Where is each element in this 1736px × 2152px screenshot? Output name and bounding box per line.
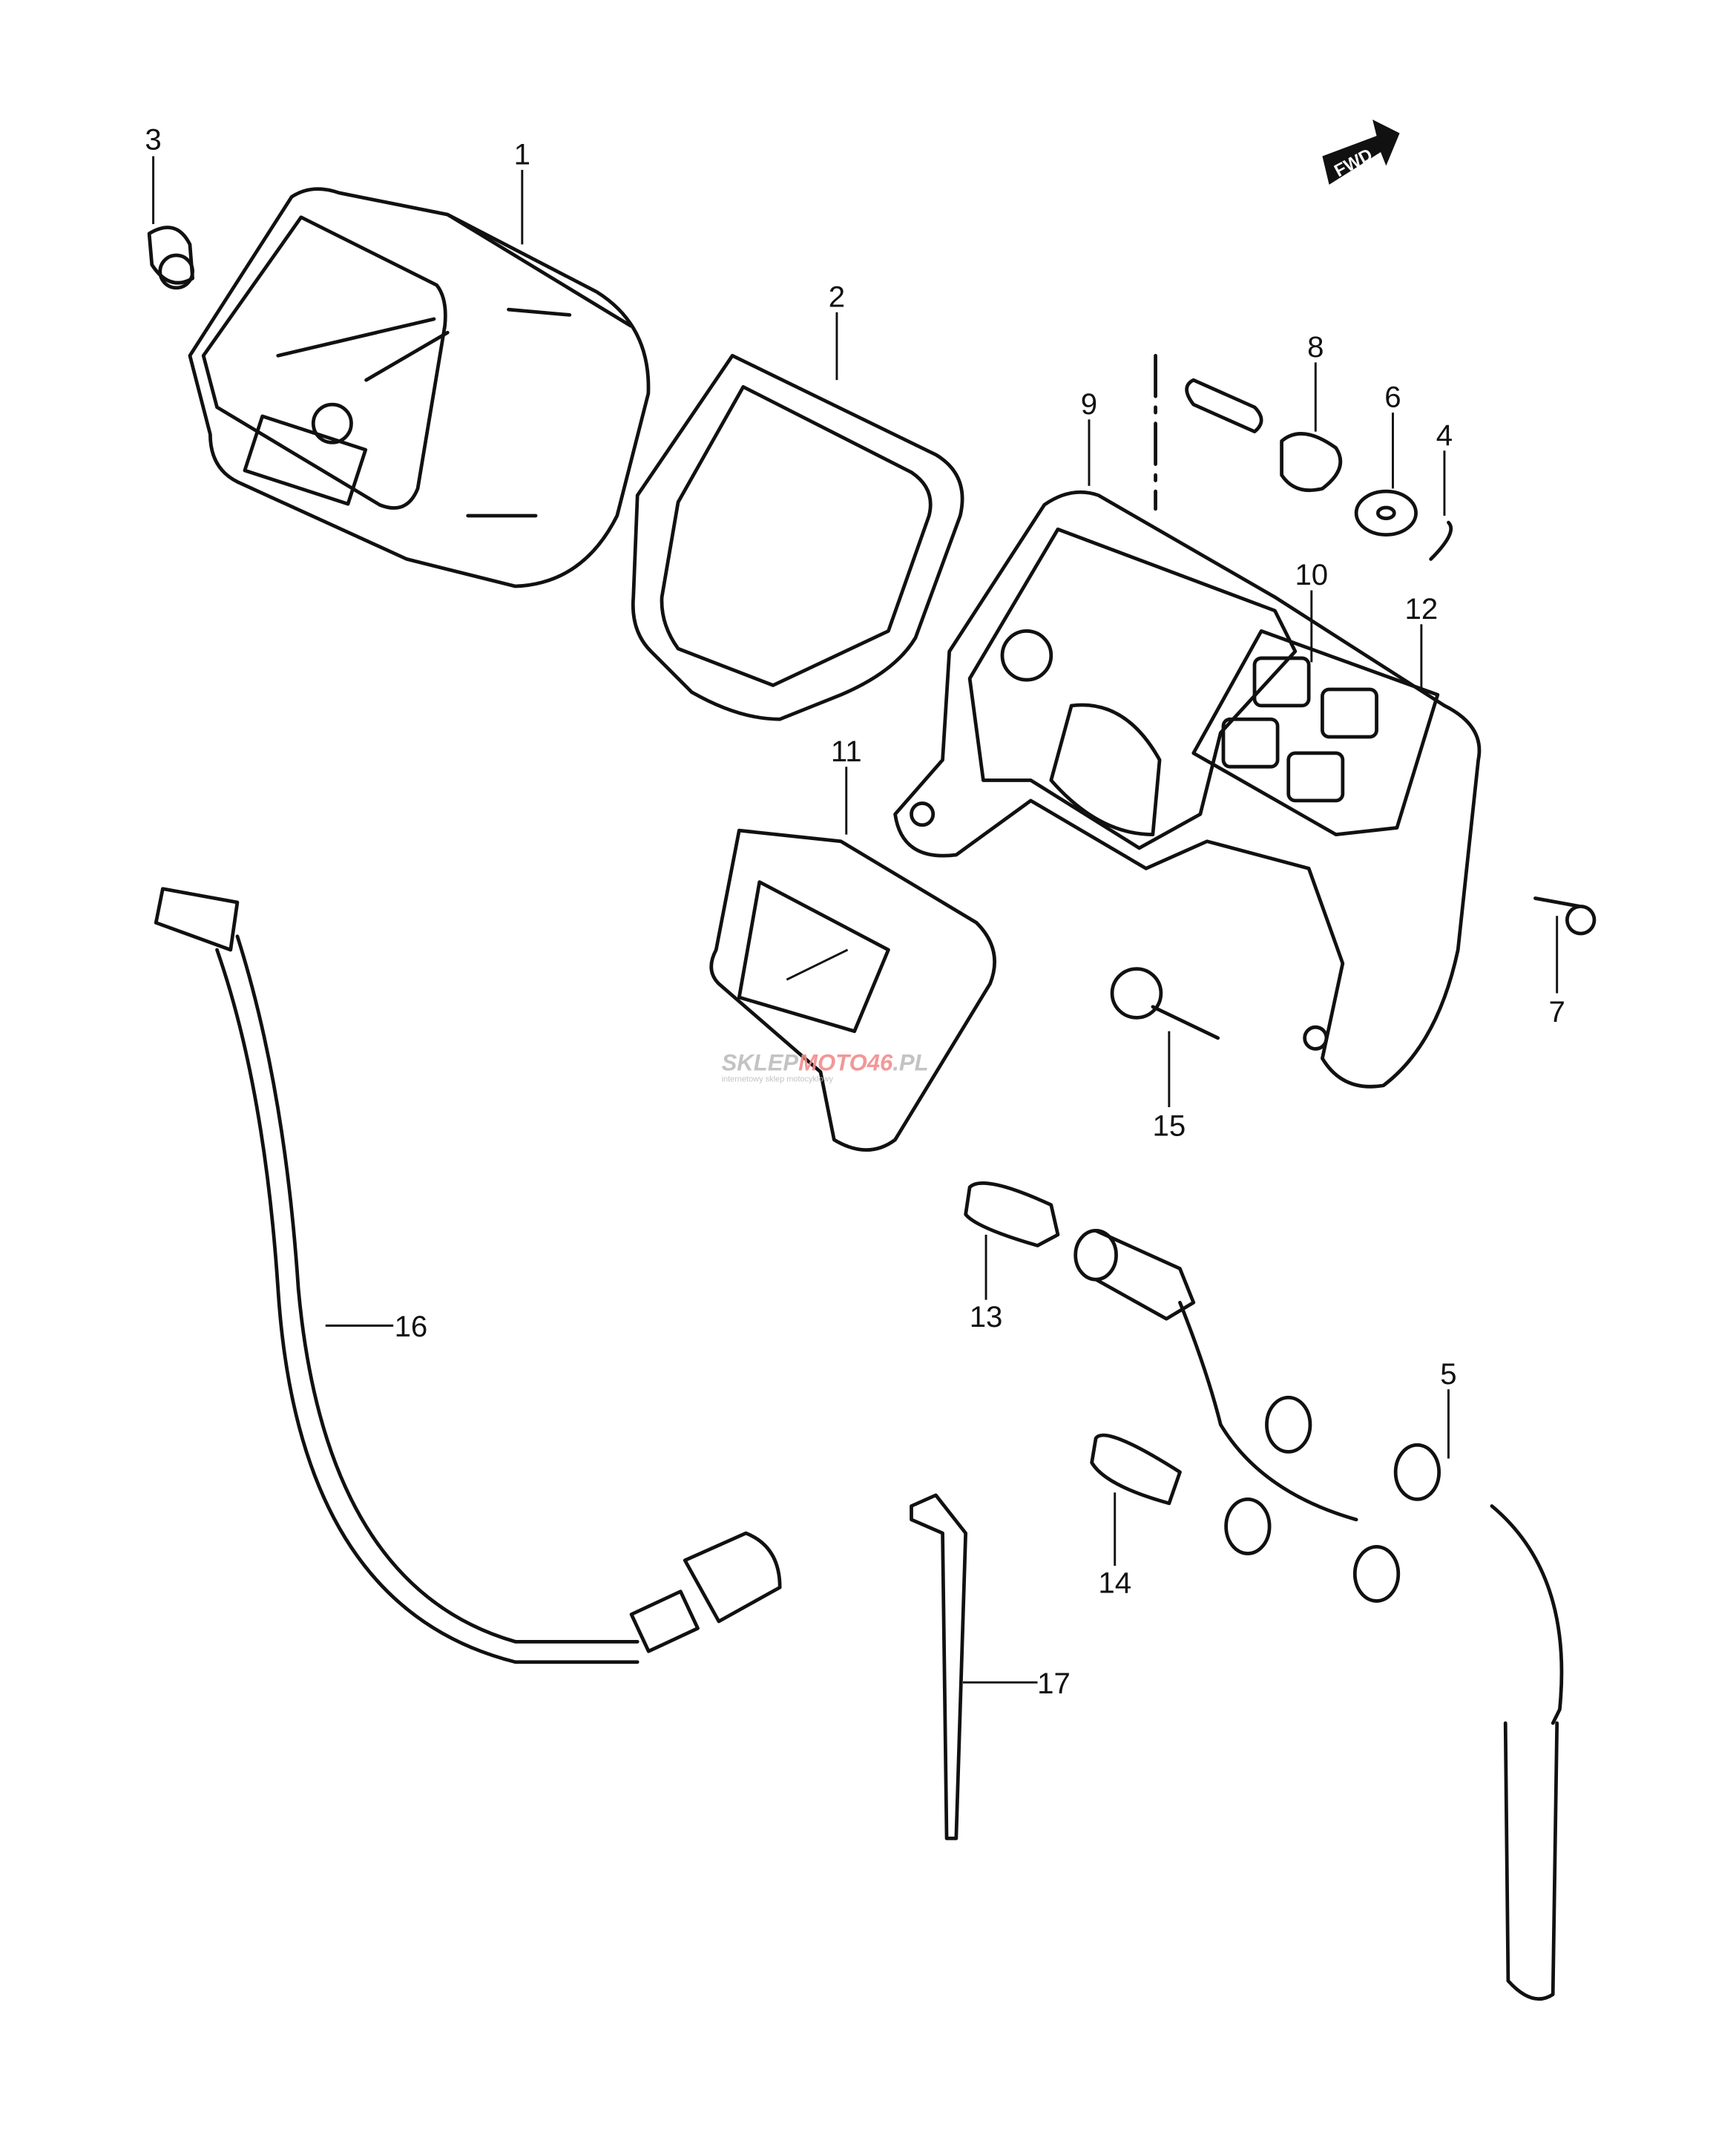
callout-16: 16 [395,1310,428,1343]
callout-13: 13 [970,1300,1003,1333]
part-10-indicator-panel [1191,629,1440,836]
watermark-subtitle: internetowy sklep motocyklowy [722,1075,834,1083]
callout-4: 4 [1436,419,1453,452]
callout-3: 3 [145,122,161,156]
callout-9: 9 [1081,387,1097,421]
callout-6: 6 [1384,381,1401,414]
callout-2: 2 [829,280,845,313]
callout-8: 8 [1307,330,1324,364]
part-1-speedometer [188,187,651,588]
part-9-case [893,353,1482,1089]
callout-12: 12 [1405,592,1439,626]
watermark-text-1: SKLEP [722,1050,799,1076]
callout-14: 14 [1098,1567,1131,1600]
small-parts [964,378,1597,1506]
callout-1: 1 [514,138,530,171]
callout-15: 15 [1152,1109,1186,1142]
callout-10: 10 [1295,558,1328,591]
part-11-display [709,828,996,1152]
svg-text:SKLEPMOTO46.PL: SKLEPMOTO46.PL [722,1050,929,1076]
forward-arrow-icon: FWD [1322,119,1400,185]
part-3-knob [147,226,194,290]
callout-5: 5 [1440,1357,1456,1391]
callout-7: 7 [1549,995,1565,1029]
part-2-gasket [631,353,964,721]
callout-11: 11 [831,735,862,768]
watermark-text-3: .PL [892,1050,928,1076]
leader-lines [152,156,1559,1684]
part-16-cable [154,887,782,1664]
watermark: SKLEPMOTO46.PL internetowy sklep motocyk… [722,1050,929,1084]
watermark-text-2: MOTO46 [798,1050,893,1076]
callout-17: 17 [1037,1667,1071,1700]
part-5-bulb-harness [1074,1229,1564,2001]
part-17-cable-tie [910,1493,968,1840]
